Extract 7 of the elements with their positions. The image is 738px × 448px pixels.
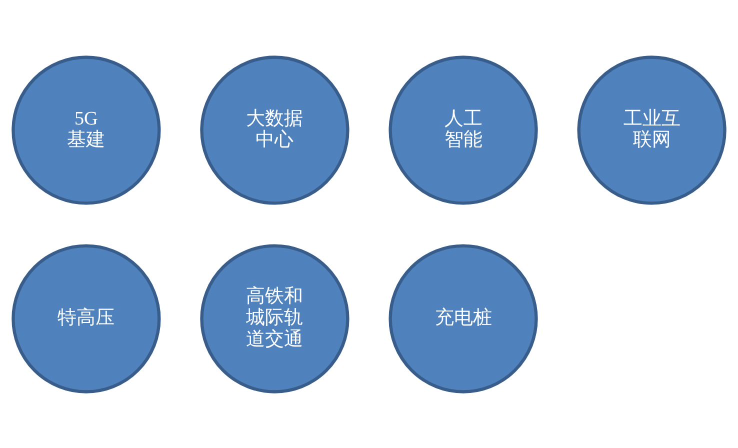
node-circle: 5G基建 (12, 55, 161, 204)
node-circle: 特高压 (12, 244, 161, 393)
node-circle: 充电桩 (388, 244, 538, 393)
node-circle: 大数据中心 (200, 55, 350, 204)
node-circle: 工业互联网 (577, 55, 726, 204)
node-circle: 高铁和城际轨道交通 (200, 244, 350, 393)
node-circle: 人工智能 (388, 55, 538, 204)
